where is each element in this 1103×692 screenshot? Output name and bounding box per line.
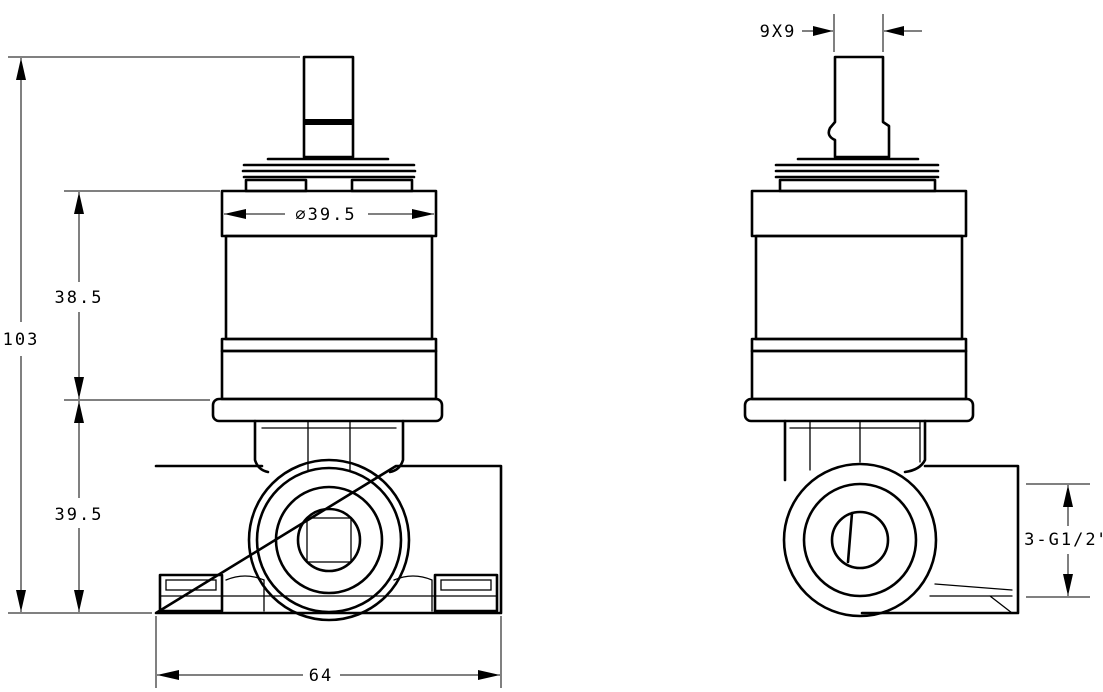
side-neck	[783, 419, 927, 482]
dim-stem: 9X9	[760, 22, 922, 42]
front-body	[154, 464, 503, 615]
dim-ports: 3-G1/2"	[1024, 485, 1103, 596]
front-cap	[211, 189, 444, 423]
dim-diameter-label: ∅39.5	[295, 205, 356, 225]
side-thread	[774, 157, 940, 193]
front-view	[154, 55, 503, 622]
front-port	[247, 458, 411, 622]
dim-width: 64	[157, 666, 500, 686]
side-stem	[827, 55, 891, 159]
dim-overall-height: 103	[3, 58, 40, 612]
side-view	[743, 55, 1020, 618]
dim-diameter: ∅39.5	[224, 205, 434, 225]
front-thread	[241, 157, 417, 193]
side-cap	[743, 189, 975, 423]
front-neck	[253, 419, 405, 474]
dim-upper-height-label: 38.5	[55, 288, 104, 308]
dim-upper-height: 38.5	[55, 192, 104, 399]
dim-overall-height-label: 103	[3, 330, 40, 350]
side-body	[860, 464, 1020, 615]
dim-stem-label: 9X9	[760, 22, 797, 42]
front-stem	[302, 55, 355, 159]
extension-lines	[8, 14, 1090, 688]
dim-ports-label: 3-G1/2"	[1024, 530, 1103, 550]
dim-lower-height-label: 39.5	[55, 505, 104, 525]
dim-lower-height: 39.5	[55, 401, 104, 612]
dim-width-label: 64	[309, 666, 333, 686]
side-port	[782, 462, 938, 618]
